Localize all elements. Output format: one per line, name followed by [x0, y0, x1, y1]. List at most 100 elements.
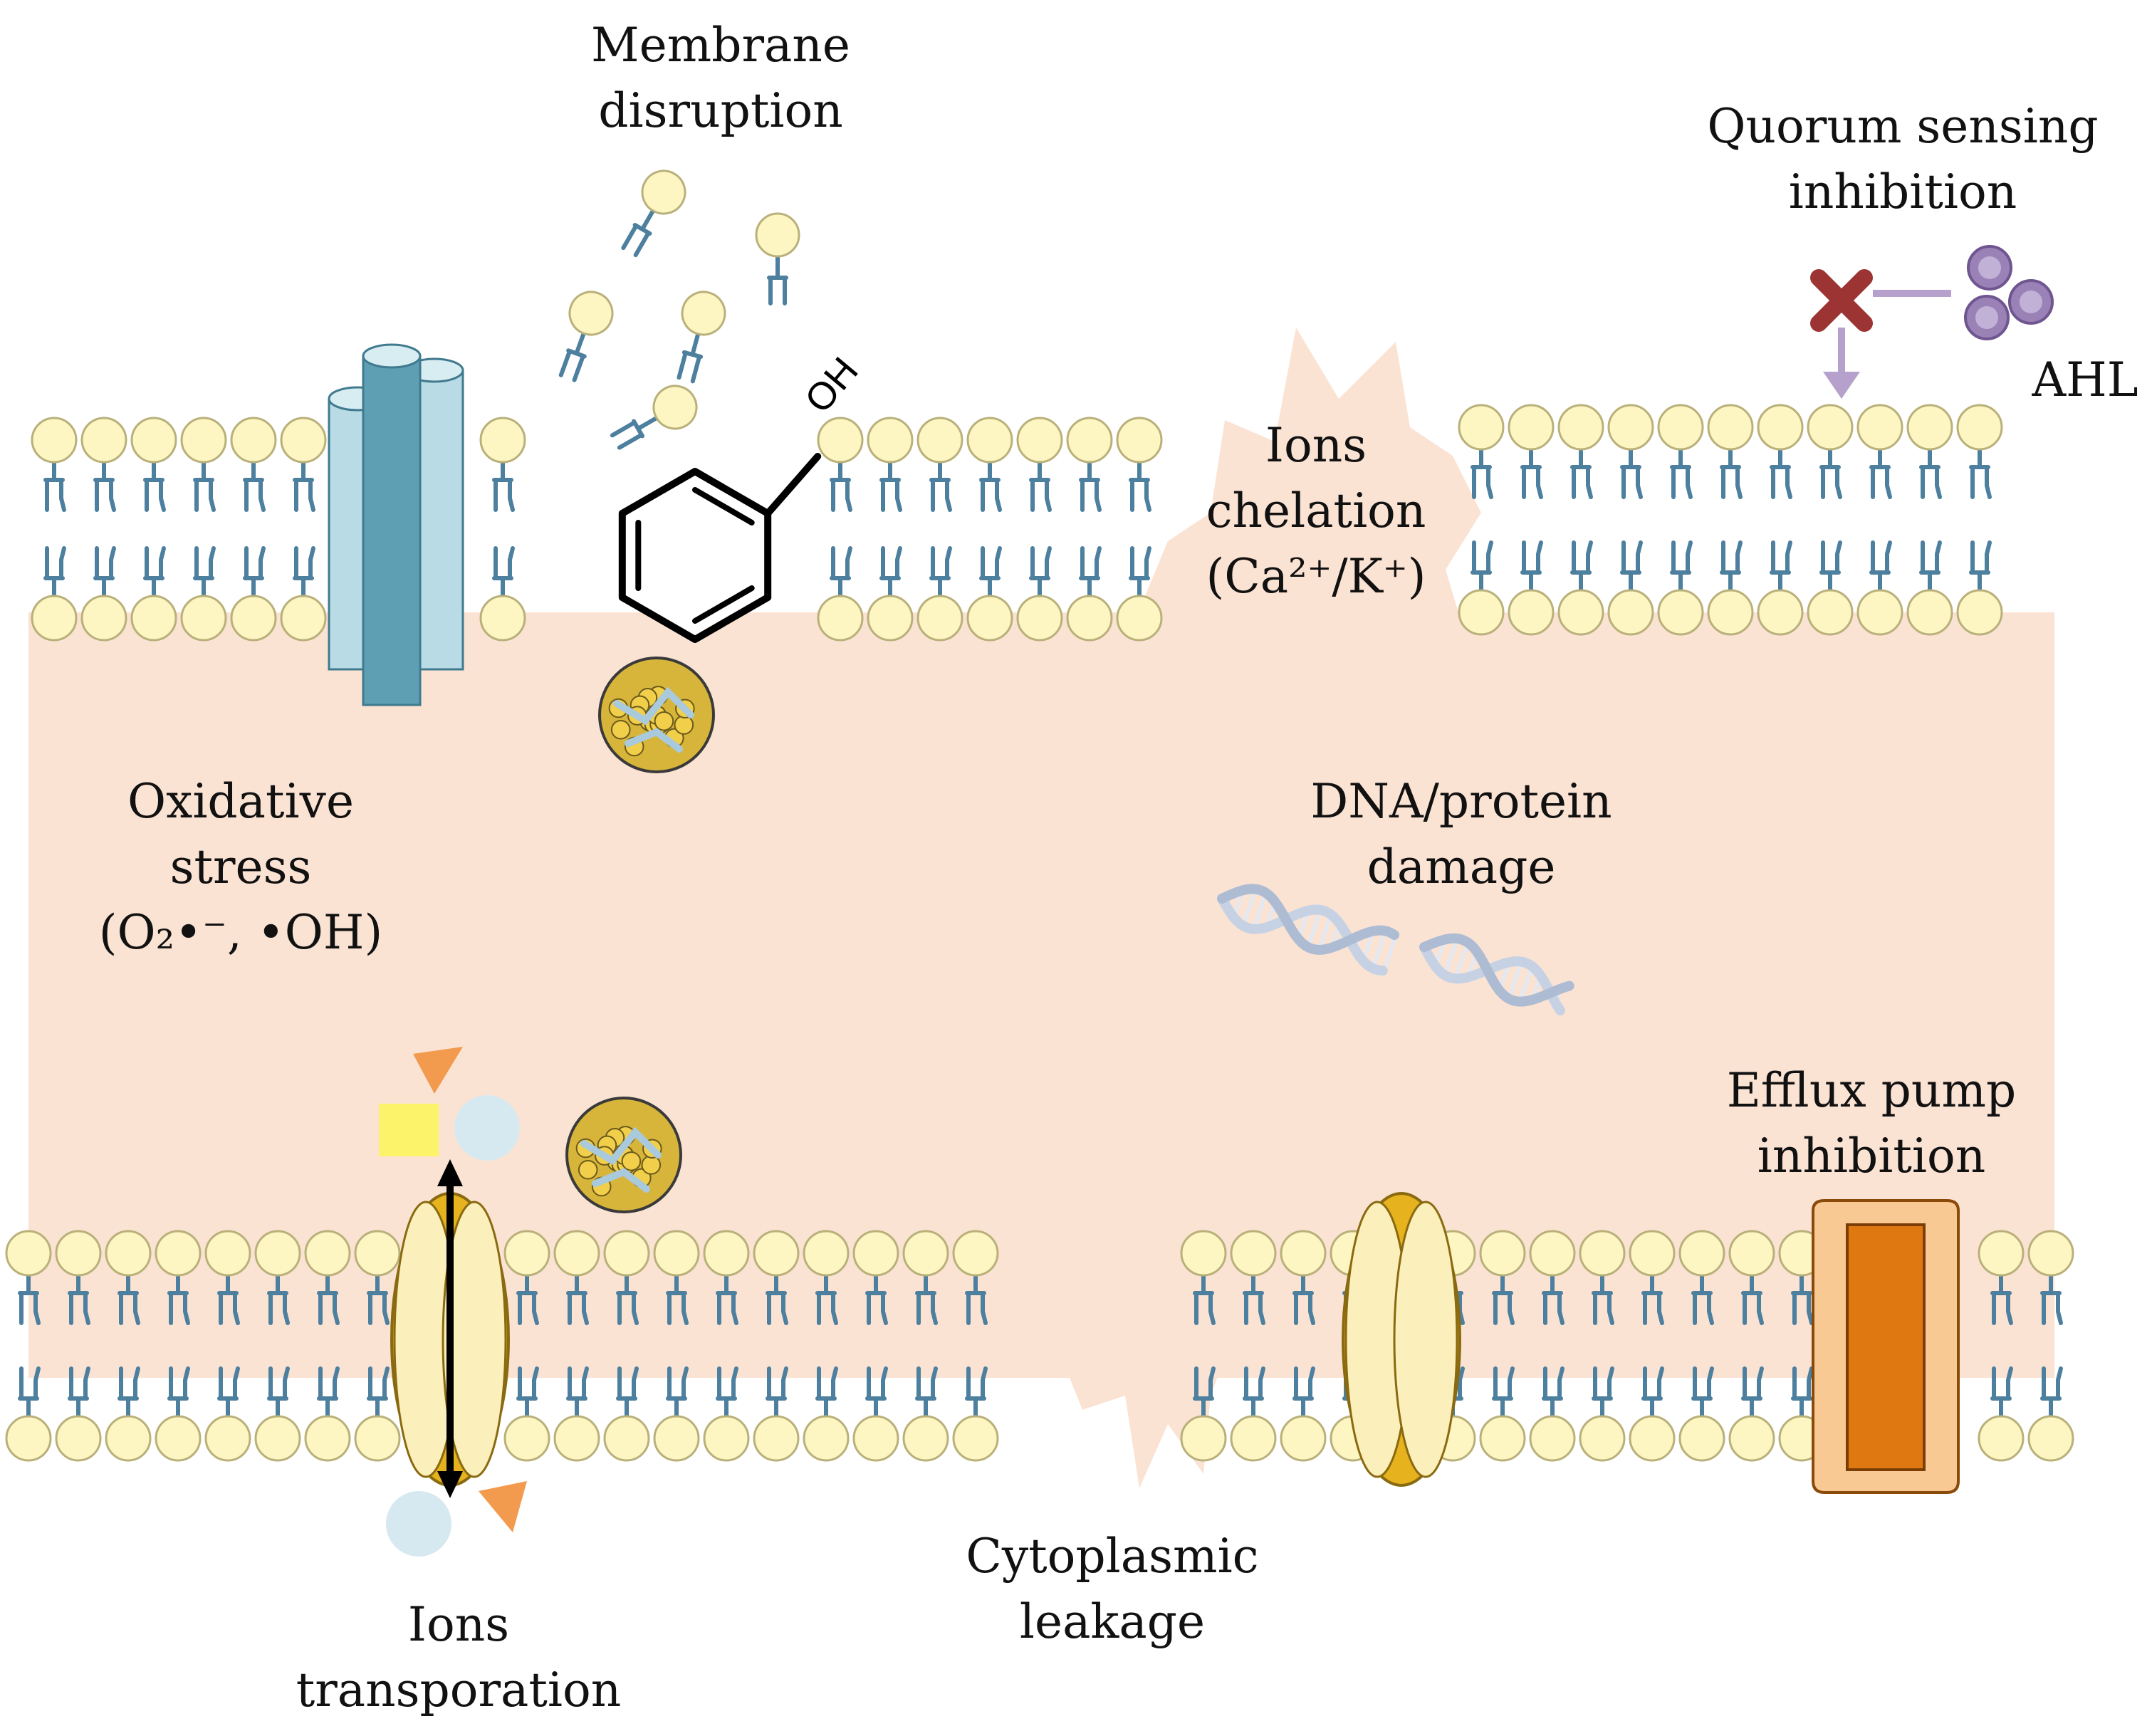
lipid-tail-chains: [1770, 445, 1792, 499]
lipid-head: [80, 417, 127, 464]
lipid-head: [254, 1415, 301, 1462]
free-lipid-head: [568, 291, 614, 336]
lipid-tail-chains: [1919, 540, 1942, 595]
lipid-tail: [18, 1366, 41, 1421]
lipid-tail-chains: [1193, 1366, 1216, 1421]
lipid-tail: [1819, 540, 1842, 595]
dna-base-pair: [1453, 942, 1471, 980]
lipid-head: [1066, 595, 1113, 642]
free-lipid: [755, 212, 800, 305]
lipid-tail: [1720, 540, 1743, 595]
lipid-tail: [516, 1366, 539, 1421]
lipid-tail: [293, 546, 315, 600]
lipid-tail: [43, 546, 66, 600]
transport-arrow: [437, 1159, 463, 1498]
lipid-head: [5, 1415, 52, 1462]
lipid-head: [230, 417, 277, 464]
lipid-head: [1807, 404, 1854, 451]
label-cytoplasmic-leakage: Cytoplasmic leakage: [966, 1529, 1259, 1649]
lipid-tail: [243, 458, 266, 512]
lipid-tail-chains: [1542, 1366, 1565, 1421]
dna-strand: [1217, 894, 1388, 976]
lipid-tail: [929, 546, 952, 600]
lipid-tail-chains: [1520, 445, 1543, 499]
lipid-tail-chains: [929, 458, 952, 512]
lipid-head: [952, 1415, 999, 1462]
nanoparticle-grain: [578, 1159, 598, 1180]
dna-base-pair: [1241, 888, 1257, 927]
lipid-head: [230, 595, 277, 642]
lipid-tail-chains: [865, 1271, 888, 1325]
nanoparticle-grain: [674, 715, 694, 735]
lipid-tail-chains: [1791, 1366, 1814, 1421]
lipid-tail-chains: [143, 546, 166, 600]
lipid-head: [280, 595, 327, 642]
lipid-head: [603, 1415, 650, 1462]
lipid-tail-chains: [879, 546, 902, 600]
lipid-tail-chains: [1691, 1366, 1714, 1421]
lipid-tail: [915, 1271, 938, 1325]
nanoparticle: [565, 1097, 682, 1213]
lipid-tail-chains: [1770, 540, 1792, 595]
lipid-tail: [1243, 1271, 1265, 1325]
lipid-tail-chains: [1079, 546, 1102, 600]
lipid-tail-chains: [2040, 1366, 2063, 1421]
free-lipid: [558, 291, 614, 382]
porin-right: [1342, 1192, 1461, 1487]
lipid-tail-chains: [1720, 445, 1743, 499]
lipid-tail: [566, 1271, 589, 1325]
lipid-head: [105, 1230, 152, 1277]
lipid-tail: [68, 1366, 90, 1421]
lipid-tail-chains: [18, 1271, 41, 1325]
nanoparticle: [598, 657, 715, 773]
lipid-tail-chains: [1471, 445, 1493, 499]
lipid-tail: [616, 1271, 639, 1325]
lipid-head: [1116, 595, 1163, 642]
lipid-tail: [492, 458, 515, 512]
lipid-tail-chains: [1292, 1366, 1315, 1421]
lipid-tail-chains: [1492, 1366, 1515, 1421]
free-lipid-tail: [558, 331, 587, 382]
lipid-tail: [1193, 1366, 1216, 1421]
free-lipid-tail: [677, 331, 704, 384]
channel-protein-blue: [328, 343, 464, 706]
efflux-pump: [1812, 1199, 1960, 1494]
lipid-head: [553, 1230, 600, 1277]
lipid-head: [31, 417, 78, 464]
lipid-tail: [217, 1366, 240, 1421]
lipid-tail: [1129, 546, 1151, 600]
lipid-tail-chains: [243, 458, 266, 512]
lipid-tail: [93, 546, 116, 600]
lipid-head: [1066, 417, 1113, 464]
lipid-tail-chains: [915, 1271, 938, 1325]
lipid-tail: [193, 546, 216, 600]
ahl-molecule-inner: [1978, 256, 2001, 279]
dna-base-pair: [1317, 914, 1333, 951]
lipid-tail-chains: [1819, 540, 1842, 595]
ion-blue-circle: [454, 1095, 520, 1161]
lipid-tail-chains: [566, 1271, 589, 1325]
lipid-tail: [865, 1366, 888, 1421]
lipid-tail-chains: [1641, 1271, 1664, 1325]
lipid-tail: [1990, 1271, 2013, 1325]
lipid-head: [55, 1230, 102, 1277]
lipid-tail: [143, 458, 166, 512]
lipid-tail: [1129, 458, 1151, 512]
lipid-head: [2027, 1415, 2074, 1462]
lipid-tail: [1620, 445, 1643, 499]
lipid-tail: [1969, 445, 1992, 499]
phenol-molecule: [618, 453, 822, 643]
lipid-head: [1116, 417, 1163, 464]
lipid-tail-chains: [1819, 445, 1842, 499]
lipid-tail: [143, 546, 166, 600]
lipid-tail: [915, 1366, 938, 1421]
lipid-head: [304, 1230, 351, 1277]
lipid-tail-chains: [217, 1366, 240, 1421]
lipid-tail: [1492, 1271, 1515, 1325]
lipid-tail-chains: [1570, 540, 1593, 595]
lipid-head: [1728, 1230, 1775, 1277]
dna-base-pair: [1442, 938, 1460, 976]
lipid-head: [354, 1230, 401, 1277]
lipid-head: [1607, 589, 1654, 636]
